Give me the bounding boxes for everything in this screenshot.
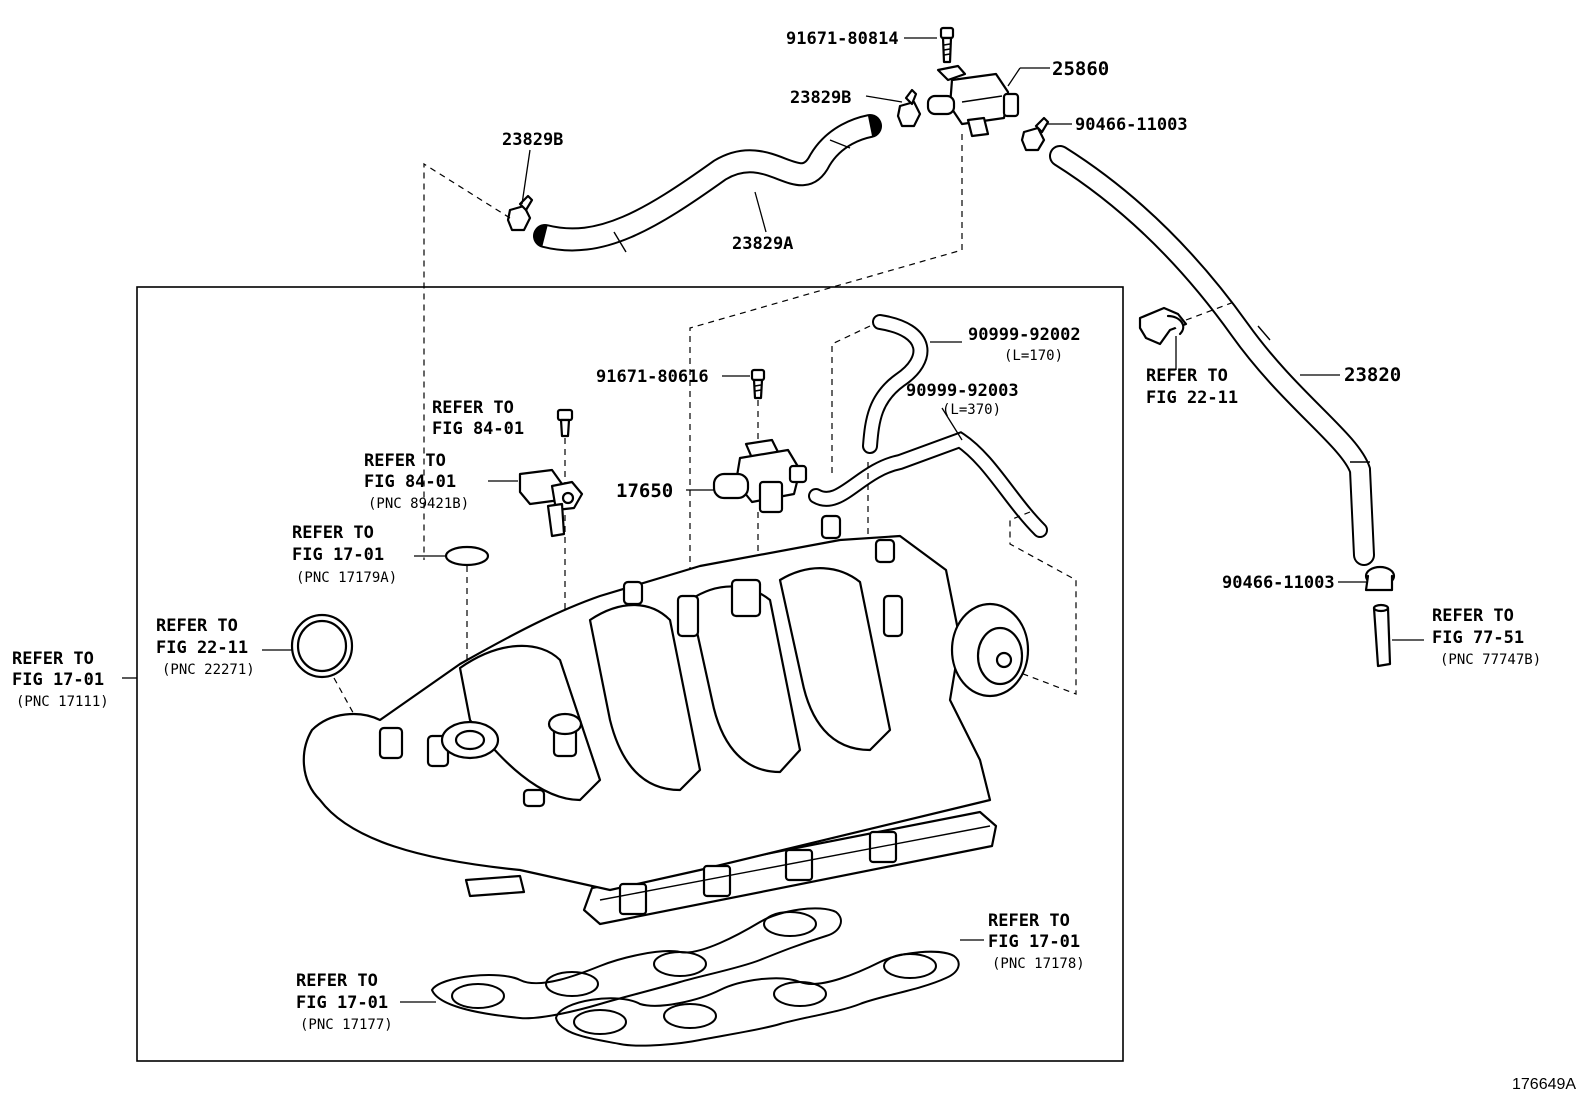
ref-fig17-17111-l1[interactable]: REFER TO [12, 649, 94, 669]
vsv-17650[interactable] [712, 438, 808, 514]
ref-fig77-l3[interactable]: (PNC 77747B) [1440, 652, 1541, 668]
clamp-23829B-left[interactable] [506, 194, 534, 232]
label-90999-92003[interactable]: 90999-92003 [906, 381, 1019, 401]
hose-90999-92003[interactable] [808, 431, 1048, 538]
ref-fig17-17111-l2[interactable]: FIG 17-01 [12, 670, 104, 690]
ref-fig84-top-l1[interactable]: REFER TO [432, 398, 514, 418]
ref-fig17-17179-l2[interactable]: FIG 17-01 [292, 545, 384, 565]
label-17650[interactable]: 17650 [616, 480, 673, 502]
vsv-25860[interactable] [926, 64, 1020, 138]
pipe-fig77[interactable] [1372, 603, 1392, 668]
label-91671-80814[interactable]: 91671-80814 [786, 29, 899, 49]
label-90999-92002[interactable]: 90999-92002 [968, 325, 1081, 345]
o-ring-17179A[interactable] [444, 545, 490, 567]
ref-fig17-17179-l1[interactable]: REFER TO [292, 523, 374, 543]
clamp-90466-11003-right[interactable] [1364, 565, 1396, 592]
ref-fig84-pnc-l3[interactable]: (PNC 89421B) [368, 496, 469, 512]
label-23820[interactable]: 23820 [1344, 364, 1401, 386]
ref-fig22-22271-l1[interactable]: REFER TO [156, 616, 238, 636]
label-90999-92003-len[interactable]: (L=370) [942, 402, 1001, 418]
label-23829B-top[interactable]: 23829B [790, 88, 851, 108]
label-90466-11003-right[interactable]: 90466-11003 [1222, 573, 1335, 593]
ref-fig84-pnc-l1[interactable]: REFER TO [364, 451, 446, 471]
ref-fig17-17179-l3[interactable]: (PNC 17179A) [296, 570, 397, 586]
label-90466-11003-top[interactable]: 90466-11003 [1075, 115, 1188, 135]
hose-23829A[interactable] [533, 114, 882, 253]
label-91671-80616[interactable]: 91671-80616 [596, 367, 709, 387]
gasket-22271[interactable] [290, 613, 354, 679]
label-90999-92002-len[interactable]: (L=170) [1004, 348, 1063, 364]
assembly-frame [136, 286, 1124, 1062]
ref-fig84-pnc-l2[interactable]: FIG 84-01 [364, 472, 456, 492]
hose-23820[interactable] [1049, 145, 1375, 566]
ref-fig22-22271-l3[interactable]: (PNC 22271) [162, 662, 255, 678]
intake-manifold-17111[interactable] [302, 514, 1030, 926]
label-25860[interactable]: 25860 [1052, 58, 1109, 80]
ref-fig22-22271-l2[interactable]: FIG 22-11 [156, 638, 248, 658]
diagram-id: 176649A [1512, 1076, 1576, 1093]
gasket-17178[interactable] [554, 950, 960, 1047]
ref-fig17-17177-l2[interactable]: FIG 17-01 [296, 993, 388, 1013]
hose-90999-92002[interactable] [862, 314, 929, 454]
label-23829A[interactable]: 23829A [732, 234, 793, 254]
ref-fig22-right-l1[interactable]: REFER TO [1146, 366, 1228, 386]
ref-fig17-17177-l1[interactable]: REFER TO [296, 971, 378, 991]
ref-fig17-17111-l3[interactable]: (PNC 17111) [16, 694, 109, 710]
hose-clip[interactable] [1138, 306, 1188, 346]
bolt-91671-80616[interactable] [750, 368, 766, 400]
label-23829B-left[interactable]: 23829B [502, 130, 563, 150]
gasket-17177[interactable] [430, 907, 842, 1020]
cam-sensor[interactable] [518, 468, 584, 538]
clamp-23829B-top[interactable] [896, 88, 922, 128]
ref-fig17-17177-l3[interactable]: (PNC 17177) [300, 1017, 393, 1033]
bolt-fig84[interactable] [556, 408, 574, 438]
ref-fig84-top-l2[interactable]: FIG 84-01 [432, 419, 524, 439]
clamp-90466-11003-top[interactable] [1020, 116, 1050, 152]
bolt-91671-80814[interactable] [904, 26, 955, 64]
ref-fig77-l2[interactable]: FIG 77-51 [1432, 628, 1524, 648]
ref-fig17-17178-l2[interactable]: FIG 17-01 [988, 932, 1080, 952]
ref-fig22-right-l2[interactable]: FIG 22-11 [1146, 388, 1238, 408]
ref-fig77-l1[interactable]: REFER TO [1432, 606, 1514, 626]
ref-fig17-17178-l3[interactable]: (PNC 17178) [992, 956, 1085, 972]
ref-fig17-17178-l1[interactable]: REFER TO [988, 911, 1070, 931]
